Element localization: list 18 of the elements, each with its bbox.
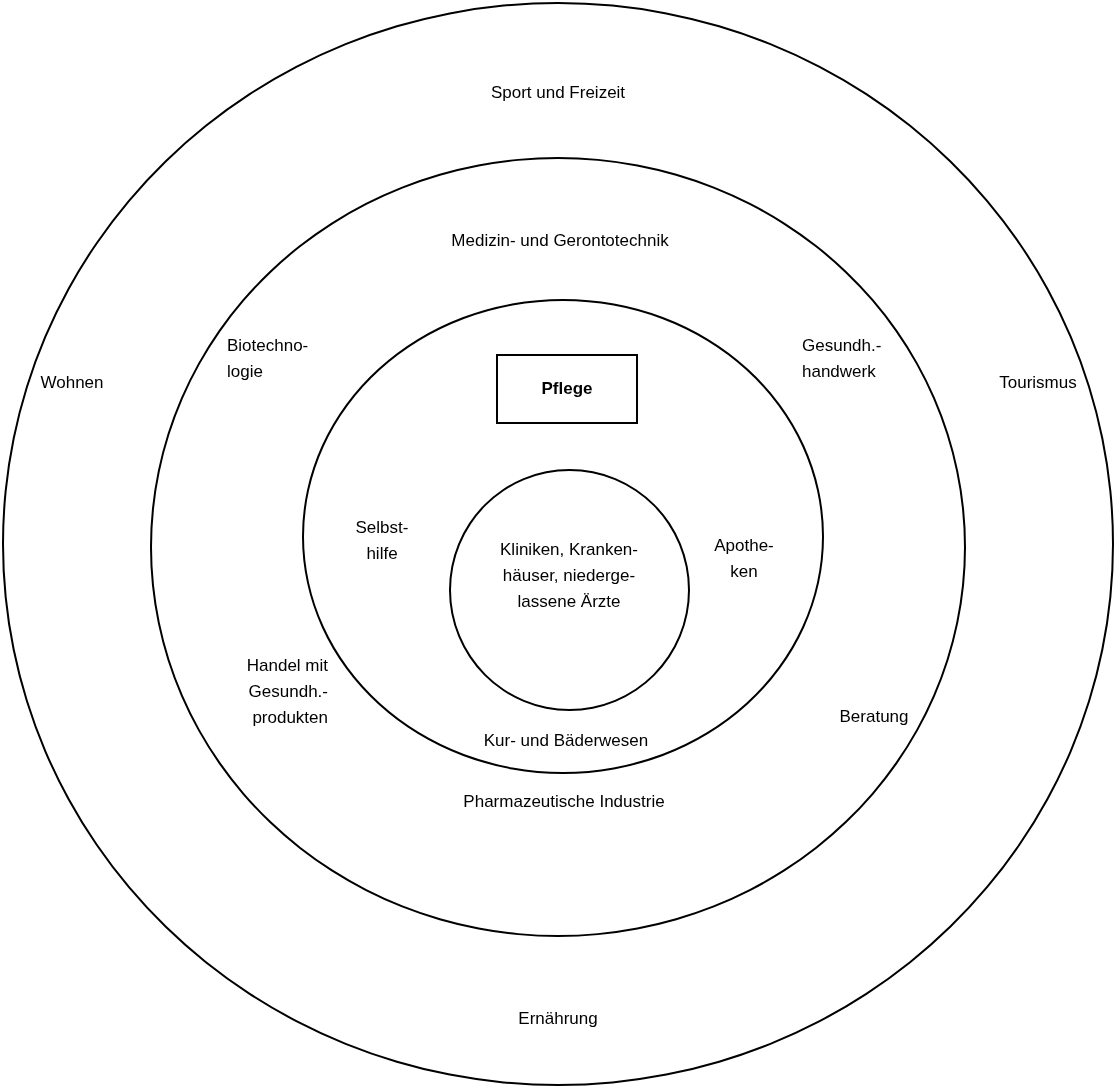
ring-label: Selbst- hilfe [354,517,410,565]
ring-label: Apothe- ken [713,535,775,583]
ring-label: Gesundh.- handwerk [802,335,883,383]
ring-label: Handel mit Gesundh.- produkten [245,655,328,729]
ring-label: Beratung [838,706,910,728]
ring-ellipse [449,469,690,711]
ring-ellipse [150,157,966,937]
ring-label: Biotechno- logie [227,335,310,383]
label-box [496,354,638,424]
ring-label: Pflege [540,378,594,400]
ring-label: Kliniken, Kranken- häuser, niederge- lassene Ärzte [499,539,639,613]
ring-label: Kur- und Bäderwesen [482,730,650,752]
ring-label: Ernährung [517,1008,599,1030]
ring-label: Medizin- und Gerontotechnik [450,230,670,252]
ring-label: Sport und Freizeit [489,82,627,104]
ring-label: Wohnen [39,372,105,394]
ring-label: Pharmazeutische Industrie [462,791,666,813]
ring-label: Tourismus [998,372,1078,394]
